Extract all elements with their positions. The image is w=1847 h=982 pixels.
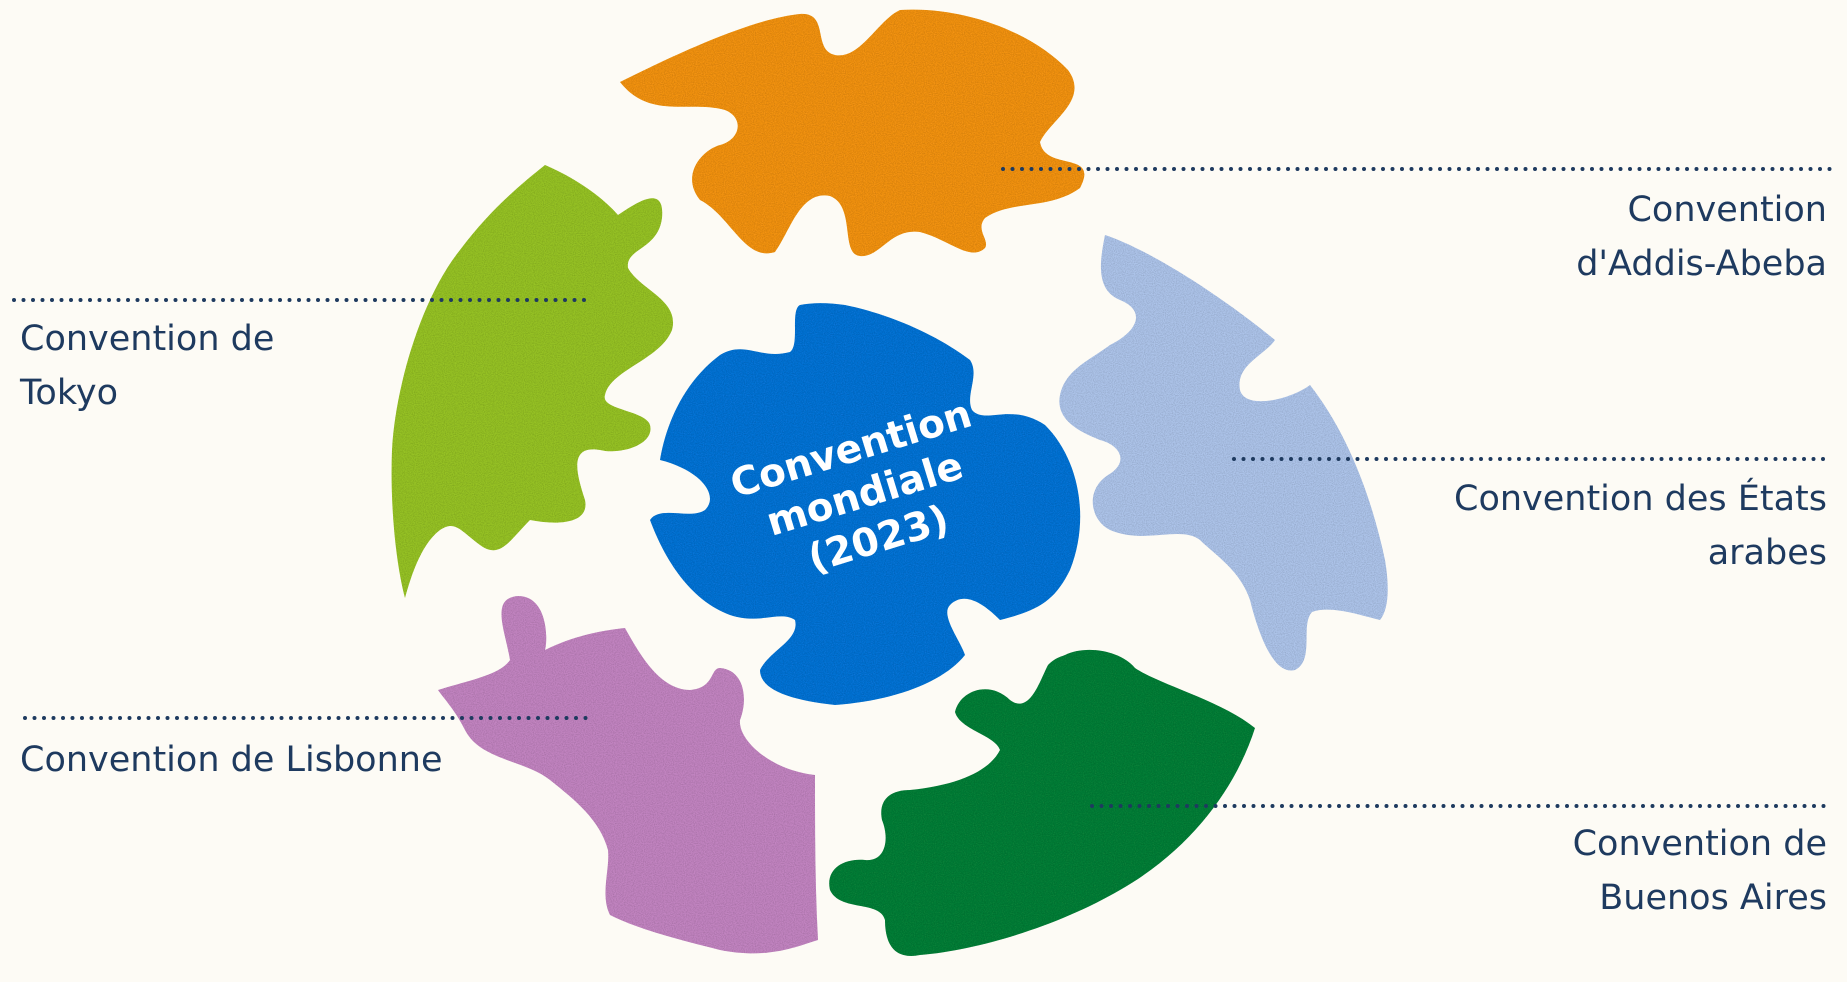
label-buenos-line-2: Buenos Aires (1599, 878, 1827, 918)
puzzle-piece-lisbonne (438, 596, 818, 954)
puzzle-piece-addis (620, 9, 1085, 257)
leader-lines (12, 167, 1832, 808)
label-addis: Convention d'Addis-Abeba (1576, 183, 1827, 291)
label-buenos: Convention de Buenos Aires (1573, 817, 1827, 925)
label-arabes: Convention des États arabes (1454, 472, 1827, 580)
label-arabes-line-2: arabes (1707, 533, 1827, 573)
label-arabes-line-1: Convention des États (1454, 479, 1827, 519)
label-buenos-line-1: Convention de (1572, 824, 1827, 864)
puzzle-piece-arabes (1059, 235, 1388, 671)
label-addis-line-1: Convention (1627, 190, 1827, 230)
label-lisbonne-line-1: Convention de Lisbonne (20, 740, 443, 780)
puzzle-piece-buenos (829, 649, 1255, 956)
label-tokyo: Convention de Tokyo (20, 312, 274, 420)
puzzle-piece-center (650, 303, 1081, 705)
label-addis-line-2: d'Addis-Abeba (1576, 244, 1827, 284)
label-tokyo-line-2: Tokyo (20, 373, 118, 413)
label-tokyo-line-1: Convention de (20, 319, 275, 359)
label-lisbonne: Convention de Lisbonne (20, 733, 443, 787)
puzzle-piece-tokyo (391, 165, 674, 598)
